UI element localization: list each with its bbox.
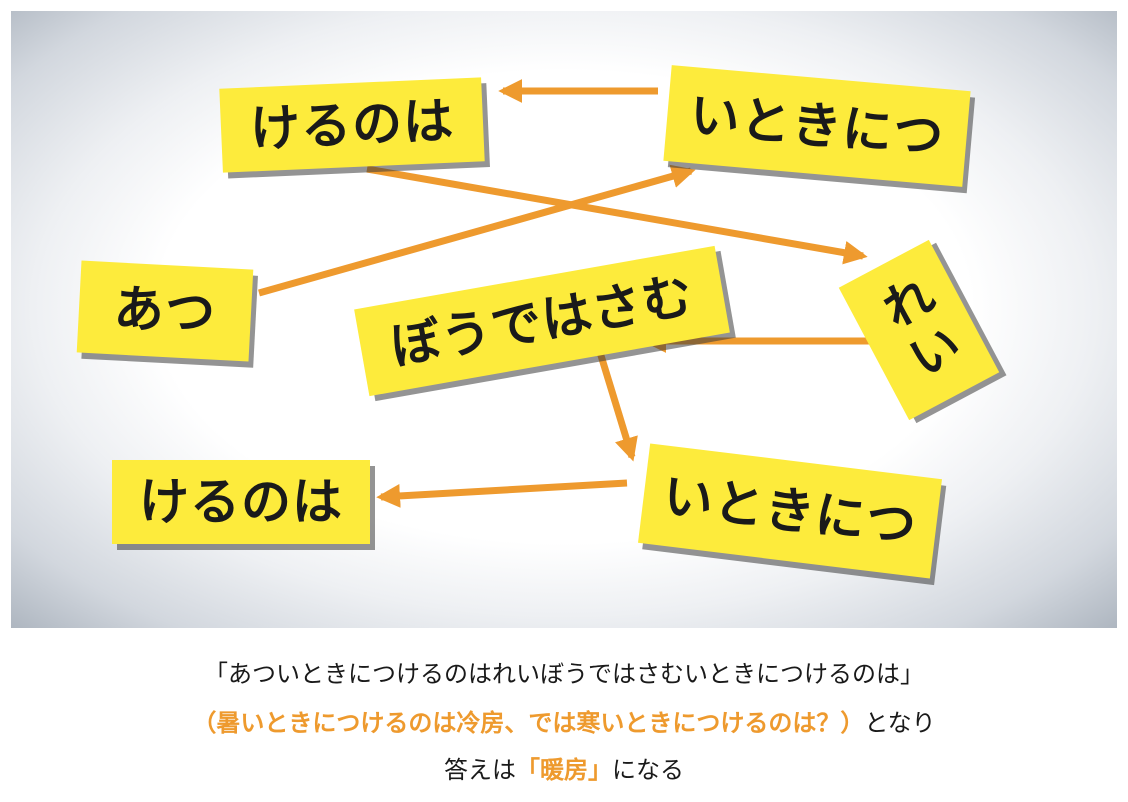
- arrow-top-left-to-right: [366, 165, 868, 265]
- arrow-bottom-right-to-bottom-left: [376, 479, 628, 508]
- caption-line-3: 答えは「暖房」になる: [0, 758, 1128, 782]
- note-left: あつ: [76, 260, 254, 362]
- caption-line-2: （暑いときにつけるのは冷房、では寒いときにつけるのは？）となり: [0, 711, 1128, 735]
- caption-line-2-tail: となり: [864, 709, 936, 737]
- arrow-center-to-bottom-right: [595, 347, 638, 462]
- caption-line-3-accent: 「暖房」: [516, 756, 612, 784]
- caption-line-3-tail: になる: [612, 756, 684, 784]
- note-bottom-left: けるのは: [112, 460, 370, 544]
- caption-line-3-head: 答えは: [444, 756, 516, 784]
- caption-line-1: 「あついときにつけるのはれいぼうではさむいときにつけるのは」: [0, 662, 1128, 686]
- note-top-left: けるのは: [219, 77, 485, 173]
- caption-line-2-accent: （暑いときにつけるのは冷房、では寒いときにつけるのは？）: [192, 709, 865, 737]
- puzzle-board: けるのは いときにつ あつ ぼうではさむ れい いときにつ けるのは: [11, 11, 1117, 628]
- arrow-left-to-top-right: [258, 164, 696, 297]
- caption-line-1-text: 「あついときにつけるのはれいぼうではさむいときにつけるのは」: [204, 660, 924, 688]
- arrow-layer: [258, 79, 877, 508]
